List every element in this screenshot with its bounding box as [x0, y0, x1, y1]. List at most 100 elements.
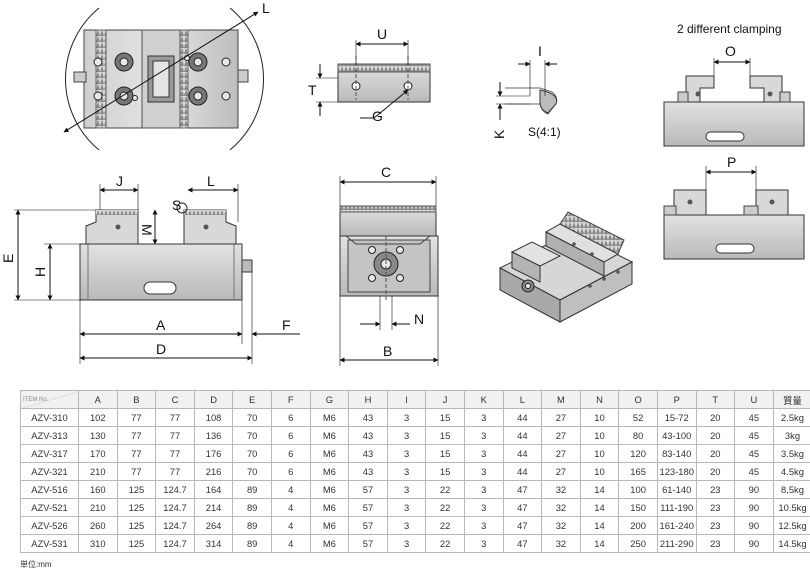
value-cell: 3: [463, 498, 504, 517]
value-cell: 52: [618, 408, 658, 427]
label-T: T: [308, 82, 317, 98]
value-cell: 14: [579, 534, 620, 553]
value-cell: 4: [270, 480, 311, 499]
value-cell: 3: [463, 408, 504, 427]
value-cell: 170: [78, 444, 118, 463]
value-cell: 4: [270, 498, 311, 517]
value-cell: 47: [502, 498, 543, 517]
label-M: M: [139, 224, 155, 236]
value-cell: 124.7: [155, 534, 195, 553]
value-cell: 3: [386, 408, 427, 427]
value-cell: 77: [116, 462, 157, 481]
value-cell: 77: [155, 426, 195, 445]
header-cell: H: [348, 390, 388, 409]
value-cell: 4.5kg: [772, 462, 810, 481]
value-cell: 89: [232, 516, 272, 535]
value-cell: 57: [348, 480, 388, 499]
clamping-title: 2 different clamping: [677, 22, 782, 36]
value-cell: 15: [425, 408, 465, 427]
value-cell: 90: [734, 516, 774, 535]
label-E: E: [0, 254, 16, 263]
value-cell: 44: [502, 462, 543, 481]
value-cell: 89: [232, 498, 272, 517]
value-cell: 83-140: [656, 444, 697, 463]
value-cell: 124.7: [155, 480, 195, 499]
value-cell: 310: [78, 534, 118, 553]
value-cell: 10: [579, 444, 620, 463]
value-cell: 32: [541, 516, 581, 535]
value-cell: 43: [348, 462, 388, 481]
value-cell: 14: [579, 498, 620, 517]
isometric-view: [498, 211, 634, 323]
technical-drawing: L U T G I K S(4:1) 2 d: [0, 0, 805, 366]
value-cell: 3: [386, 426, 427, 445]
value-cell: 161-240: [656, 516, 697, 535]
value-cell: 3: [386, 516, 427, 535]
item-cell: AZV-531: [20, 534, 79, 553]
value-cell: 43: [348, 408, 388, 427]
value-cell: 3: [463, 480, 504, 499]
value-cell: M6: [309, 498, 350, 517]
value-cell: 210: [78, 498, 118, 517]
value-cell: 77: [116, 426, 157, 445]
value-cell: 45: [734, 444, 774, 463]
value-cell: 70: [232, 426, 272, 445]
value-cell: 10: [579, 426, 620, 445]
value-cell: 27: [541, 408, 581, 427]
label-I: I: [538, 43, 542, 59]
value-cell: 3kg: [772, 426, 810, 445]
value-cell: 20: [695, 408, 736, 427]
value-cell: M6: [309, 408, 350, 427]
label-J: J: [116, 173, 123, 189]
value-cell: 27: [541, 462, 581, 481]
value-cell: 77: [155, 444, 195, 463]
value-cell: 10.5kg: [772, 498, 810, 517]
label-F: F: [282, 317, 291, 333]
value-cell: 211-290: [656, 534, 697, 553]
label-G: G: [372, 108, 383, 124]
item-cell: AZV-521: [20, 498, 79, 517]
value-cell: 44: [502, 444, 543, 463]
header-cell: O: [618, 390, 658, 409]
side-view: C N B: [339, 164, 439, 366]
item-cell: AZV-317: [20, 444, 79, 463]
value-cell: 27: [541, 444, 581, 463]
value-cell: 124.7: [155, 498, 195, 517]
header-cell: N: [579, 390, 620, 409]
header-cell: K: [463, 390, 504, 409]
value-cell: 23: [695, 534, 736, 553]
value-cell: 70: [232, 444, 272, 463]
value-cell: 3: [386, 480, 427, 499]
label-U: U: [377, 26, 387, 42]
value-cell: 15-72: [656, 408, 697, 427]
value-cell: 43: [348, 444, 388, 463]
value-cell: 3.5kg: [772, 444, 810, 463]
value-cell: 150: [618, 498, 658, 517]
value-cell: 108: [193, 408, 234, 427]
value-cell: 2.5kg: [772, 408, 810, 427]
value-cell: 3: [463, 444, 504, 463]
value-cell: 44: [502, 426, 543, 445]
value-cell: 45: [734, 426, 774, 445]
value-cell: 136: [193, 426, 234, 445]
value-cell: 12.5kg: [772, 516, 810, 535]
value-cell: 47: [502, 534, 543, 553]
jaw-detail-view: U T G: [308, 26, 431, 124]
value-cell: 6: [270, 426, 311, 445]
label-P: P: [727, 154, 736, 170]
header-cell: E: [232, 390, 272, 409]
header-cell: T: [695, 390, 736, 409]
header-cell: J: [425, 390, 465, 409]
value-cell: 90: [734, 498, 774, 517]
value-cell: 314: [193, 534, 234, 553]
value-cell: 77: [155, 408, 195, 427]
label-K: K: [491, 129, 507, 139]
header-cell: P: [656, 390, 697, 409]
value-cell: 3: [386, 534, 427, 553]
label-S-detail: S(4:1): [528, 125, 561, 139]
label-A: A: [156, 317, 166, 333]
value-cell: 125: [116, 534, 157, 553]
